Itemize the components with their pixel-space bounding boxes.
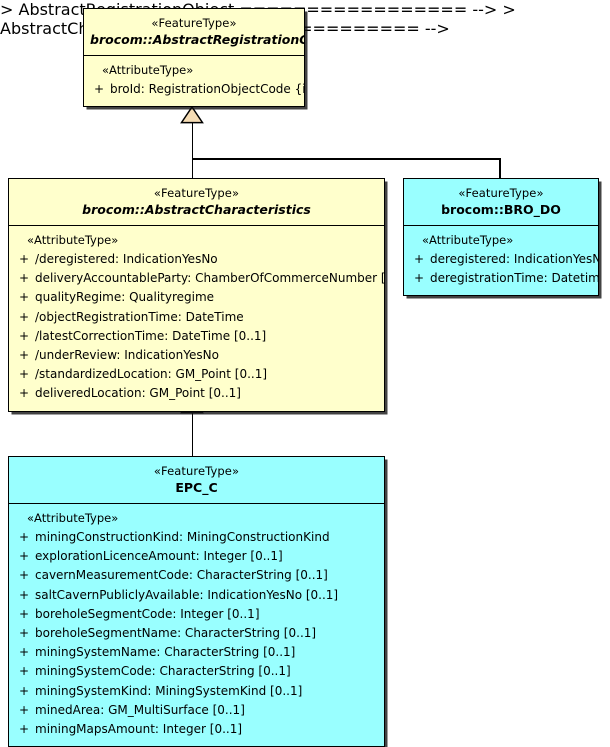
- attribute-signature: miningSystemCode: CharacterString [0..1]: [35, 664, 291, 679]
- attribute-signature: boreholeSegmentName: CharacterString [0.…: [35, 626, 317, 641]
- attribute-signature: broId: RegistrationObjectCode {id}: [110, 82, 305, 96]
- attribute-signature: /deregistered: IndicationYesNo: [35, 252, 218, 266]
- attribute-signature: deregistered: IndicationYesNo: [430, 252, 599, 266]
- class-box-bro-do[interactable]: «FeatureType» brocom::BRO_DO «AttributeT…: [403, 178, 599, 297]
- class-stereotype: «FeatureType»: [153, 464, 240, 478]
- attribute-visibility: +: [18, 328, 30, 343]
- attribute-row: + miningSystemName: CharacterString [0..…: [13, 643, 380, 662]
- class-name: brocom::AbstractCharacteristics: [82, 202, 311, 217]
- attribute-visibility: +: [18, 626, 30, 641]
- attribute-signature: saltCavernPubliclyAvailable: IndicationY…: [35, 587, 339, 602]
- attribute-visibility: +: [18, 683, 30, 698]
- class-header-epc-c: «FeatureType» EPC_C: [9, 457, 384, 504]
- attribute-row: + explorationLicenceAmount: Integer [0..…: [13, 547, 380, 566]
- attribute-row: + miningMapsAmount: Integer [0..1]: [13, 720, 380, 739]
- attribute-visibility: +: [93, 82, 105, 96]
- attribute-visibility: +: [18, 664, 30, 679]
- attribute-row: + deliveryAccountableParty: ChamberOfCom…: [13, 269, 384, 288]
- class-name: EPC_C: [175, 480, 218, 495]
- attribute-row: + boreholeSegmentName: CharacterString […: [13, 624, 380, 643]
- attribute-row: + minedArea: GM_MultiSurface [0..1]: [13, 701, 380, 720]
- attribute-signature: miningConstructionKind: MiningConstructi…: [35, 530, 330, 544]
- attribute-compartment-abstract-registration-object: «AttributeType» + broId: RegistrationObj…: [84, 56, 304, 106]
- class-stereotype: «FeatureType»: [153, 186, 240, 200]
- class-box-epc-c[interactable]: «FeatureType» EPC_C «AttributeType» + mi…: [8, 456, 385, 747]
- attribute-visibility: +: [18, 587, 30, 602]
- attribute-visibility: +: [18, 271, 30, 286]
- attribute-row: + miningConstructionKind: MiningConstruc…: [13, 528, 380, 547]
- attribute-row: + broId: RegistrationObjectCode {id}: [88, 80, 304, 99]
- class-box-abstract-characteristics[interactable]: «FeatureType» brocom::AbstractCharacteri…: [8, 178, 385, 412]
- attribute-row: + cavernMeasurementCode: CharacterString…: [13, 566, 380, 585]
- attribute-signature: cavernMeasurementCode: CharacterString […: [35, 568, 328, 583]
- attribute-compartment-bro-do: «AttributeType» + deregistered: Indicati…: [404, 226, 598, 295]
- attribute-visibility: +: [18, 645, 30, 660]
- attribute-visibility: +: [18, 386, 30, 401]
- attribute-row: + qualityRegime: Qualityregime: [13, 288, 380, 307]
- class-stereotype: «FeatureType»: [458, 186, 544, 200]
- class-box-abstract-registration-object[interactable]: «FeatureType» brocom::AbstractRegistrati…: [83, 8, 305, 108]
- attribute-visibility: +: [413, 271, 425, 286]
- attribute-visibility: +: [18, 367, 30, 382]
- attribute-signature: miningSystemKind: MiningSystemKind [0..1…: [35, 683, 303, 698]
- attribute-row: + /deregistered: IndicationYesNo: [13, 250, 380, 269]
- generalization-line-horizontal-top: [191, 158, 501, 160]
- attribute-visibility: +: [18, 290, 30, 305]
- attribute-compartment-epc-c: «AttributeType» + miningConstructionKind…: [9, 504, 384, 746]
- attribute-visibility: +: [18, 252, 30, 266]
- attribute-row: + deliveredLocation: GM_Point [0..1]: [13, 384, 380, 403]
- compartment-stereotype: «AttributeType»: [27, 511, 119, 525]
- generalization-arrowhead-to-abstract-registration-object: [180, 106, 204, 124]
- attribute-signature: /standardizedLocation: GM_Point [0..1]: [35, 367, 268, 382]
- attribute-signature: deliveryAccountableParty: ChamberOfComme…: [35, 271, 385, 286]
- generalization-line-vertical-top: [191, 122, 194, 160]
- attribute-row: + /underReview: IndicationYesNo: [13, 346, 380, 365]
- attribute-row: + boreholeSegmentCode: Integer [0..1]: [13, 605, 380, 624]
- attribute-row: + deregistrationTime: Datetime: [408, 269, 598, 288]
- generalization-line-branch-bro-do: [499, 158, 501, 179]
- attribute-visibility: +: [18, 549, 30, 564]
- compartment-stereotype: «AttributeType»: [422, 233, 514, 247]
- attribute-signature: explorationLicenceAmount: Integer [0..1]: [35, 549, 283, 564]
- attribute-visibility: +: [18, 309, 30, 324]
- compartment-stereotype: «AttributeType»: [102, 63, 194, 77]
- attribute-visibility: +: [18, 702, 30, 717]
- compartment-stereotype: «AttributeType»: [27, 233, 119, 247]
- attribute-visibility: +: [18, 568, 30, 583]
- generalization-line-branch-characteristics: [191, 158, 194, 179]
- class-name: brocom::BRO_DO: [441, 202, 561, 217]
- attribute-visibility: +: [18, 722, 30, 737]
- attribute-row: + deregistered: IndicationYesNo: [408, 250, 598, 269]
- attribute-signature: /objectRegistrationTime: DateTime: [35, 309, 244, 324]
- attribute-visibility: +: [18, 606, 30, 621]
- attribute-signature: /latestCorrectionTime: DateTime [0..1]: [35, 328, 267, 343]
- attribute-signature: miningMapsAmount: Integer [0..1]: [35, 722, 243, 737]
- attribute-row: + /objectRegistrationTime: DateTime: [13, 308, 380, 327]
- attribute-row: + saltCavernPubliclyAvailable: Indicatio…: [13, 586, 380, 605]
- generalization-line-epc-c: [191, 412, 194, 457]
- attribute-row: + miningSystemKind: MiningSystemKind [0.…: [13, 682, 380, 701]
- attribute-signature: qualityRegime: Qualityregime: [35, 290, 215, 305]
- attribute-signature: deregistrationTime: Datetime: [430, 271, 599, 286]
- attribute-compartment-abstract-characteristics: «AttributeType» + /deregistered: Indicat…: [9, 226, 384, 411]
- attribute-visibility: +: [413, 252, 425, 266]
- attribute-signature: /underReview: IndicationYesNo: [35, 348, 219, 363]
- class-name: brocom::AbstractRegistrationObject: [90, 32, 304, 47]
- attribute-row: + /standardizedLocation: GM_Point [0..1]: [13, 365, 380, 384]
- class-header-abstract-characteristics: «FeatureType» brocom::AbstractCharacteri…: [9, 179, 384, 226]
- attribute-signature: deliveredLocation: GM_Point [0..1]: [35, 386, 241, 401]
- attribute-row: + miningSystemCode: CharacterString [0..…: [13, 662, 380, 681]
- attribute-signature: miningSystemName: CharacterString [0..1]: [35, 645, 296, 660]
- attribute-visibility: +: [18, 348, 30, 363]
- class-stereotype: «FeatureType»: [151, 16, 237, 30]
- attribute-row: + /latestCorrectionTime: DateTime [0..1]: [13, 327, 380, 346]
- attribute-signature: boreholeSegmentCode: Integer [0..1]: [35, 606, 260, 621]
- attribute-signature: minedArea: GM_MultiSurface [0..1]: [35, 702, 245, 717]
- class-header-bro-do: «FeatureType» brocom::BRO_DO: [404, 179, 598, 226]
- class-header-abstract-registration-object: «FeatureType» brocom::AbstractRegistrati…: [84, 9, 304, 56]
- attribute-visibility: +: [18, 530, 30, 544]
